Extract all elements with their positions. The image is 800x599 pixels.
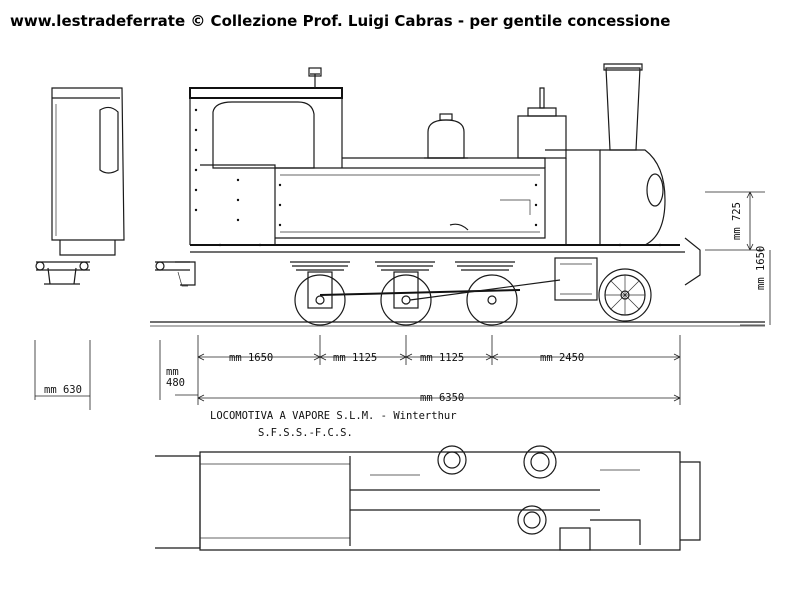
credit-text: www.lestradeferrate © Collezione Prof. L… xyxy=(10,12,670,30)
dim-2450: mm 2450 xyxy=(540,352,584,364)
plan-view xyxy=(155,445,701,551)
dim-480-value: 480 xyxy=(166,377,185,389)
dimensions: mm 1650 mm 1125 mm 1125 mm 2450 mm 6350 … xyxy=(34,191,771,410)
dim-480-unit: mm xyxy=(166,366,179,378)
side-elevation xyxy=(150,63,765,327)
caption-line-2: S.F.S.S.-F.C.S. xyxy=(258,427,353,439)
dim-630: mm 630 xyxy=(44,384,82,396)
dim-1125-a: mm 1125 xyxy=(333,352,377,364)
end-view xyxy=(35,87,190,287)
dim-1650-vertical: mm 1650 xyxy=(755,246,767,290)
dim-725: mm 725 xyxy=(731,202,743,240)
caption-line-1: LOCOMOTIVA A VAPORE S.L.M. - Winterthur xyxy=(210,410,457,422)
dim-1125-b: mm 1125 xyxy=(420,352,464,364)
dim-1650: mm 1650 xyxy=(229,352,273,364)
dim-6350: mm 6350 xyxy=(420,392,464,404)
